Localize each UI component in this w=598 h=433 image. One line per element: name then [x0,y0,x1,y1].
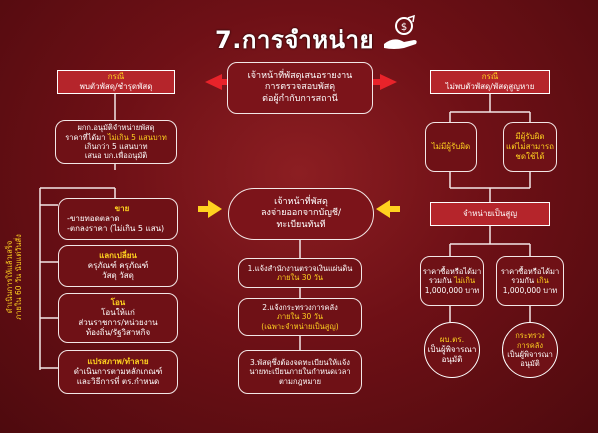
left-deadline-label: ดำเนินการให้แล้วเสร็จ ภายใน 60 วัน นับแต… [5,234,23,320]
center-top-box: เจ้าหน้าที่พัสดุเสนอรายงาน การตรวจสอบพัส… [227,62,373,114]
method-sell-box: ขาย -ขายทอดตลาด -ตกลงราคา (ไม่เกิน 5 แสน… [58,198,178,240]
write-off-header: จำหน่ายเป็นสูญ [430,202,550,226]
price-over-box: ราคาซื้อหรือได้มา รวมกัน เกิน 1,000,000 … [496,256,564,306]
no-liable-box: ไม่มีผู้รับผิด [425,122,477,172]
red-arrows [205,74,397,90]
left-case-header: กรณี พบตัวพัสดุ/ชำรุดพัสดุ [57,70,175,94]
method-transfer-box: โอน โอนให้แก่ ส่วนราชการ/หน่วยงาน ท้องถิ… [58,293,178,343]
method-exchange-box: แลกเปลี่ยน ครุภัณฑ์ ครุภัณฑ์ วัสดุ วัสดุ [58,245,178,287]
step-3-box: 3.พัสดุซึ่งต้องจดทะเบียนให้แจ้ง นายทะเบี… [238,350,362,394]
page-title: 7.การจำหน่าย [215,26,375,54]
left-approval-box: ผกก.อนุมัติจำหน่ายพัสดุ ราคาที่ได้มา ไม่… [55,120,177,164]
step-1-box: 1.แจ้งสำนักงานตรวจเงินแผ่นดิน ภายใน 30 ว… [238,258,362,288]
step-2-box: 2.แจ้งกระทรวงการคลัง ภายใน 30 วัน (เฉพาะ… [238,298,362,336]
center-main-box: เจ้าหน้าที่พัสดุ ลงจ่ายออกจากบัญชี/ ทะเบ… [228,188,374,240]
right-case-header: กรณี ไม่พบตัวพัสดุ/พัสดุสูญหาย [430,70,550,94]
method-destroy-box: แปรสภาพ/ทำลาย ดำเนินการตามหลักเกณฑ์ และว… [58,350,178,394]
approver-finance-ministry-circle: กระทรวง การคลัง เป็นผู้พิจารณา อนุมัติ [502,322,558,378]
liable-cannot-pay-box: มีผู้รับผิด แต่ไม่สามารถ ชดใช้ได้ [503,122,557,172]
hand-coin-icon: $ [380,14,424,54]
yellow-arrows [198,200,400,218]
svg-text:$: $ [401,22,407,33]
price-under-box: ราคาซื้อหรือได้มา รวมกัน ไม่เกิน 1,000,0… [420,256,484,306]
approver-commissioner-circle: ผบ.ตร. เป็นผู้พิจารณา อนุมัติ [424,322,480,378]
